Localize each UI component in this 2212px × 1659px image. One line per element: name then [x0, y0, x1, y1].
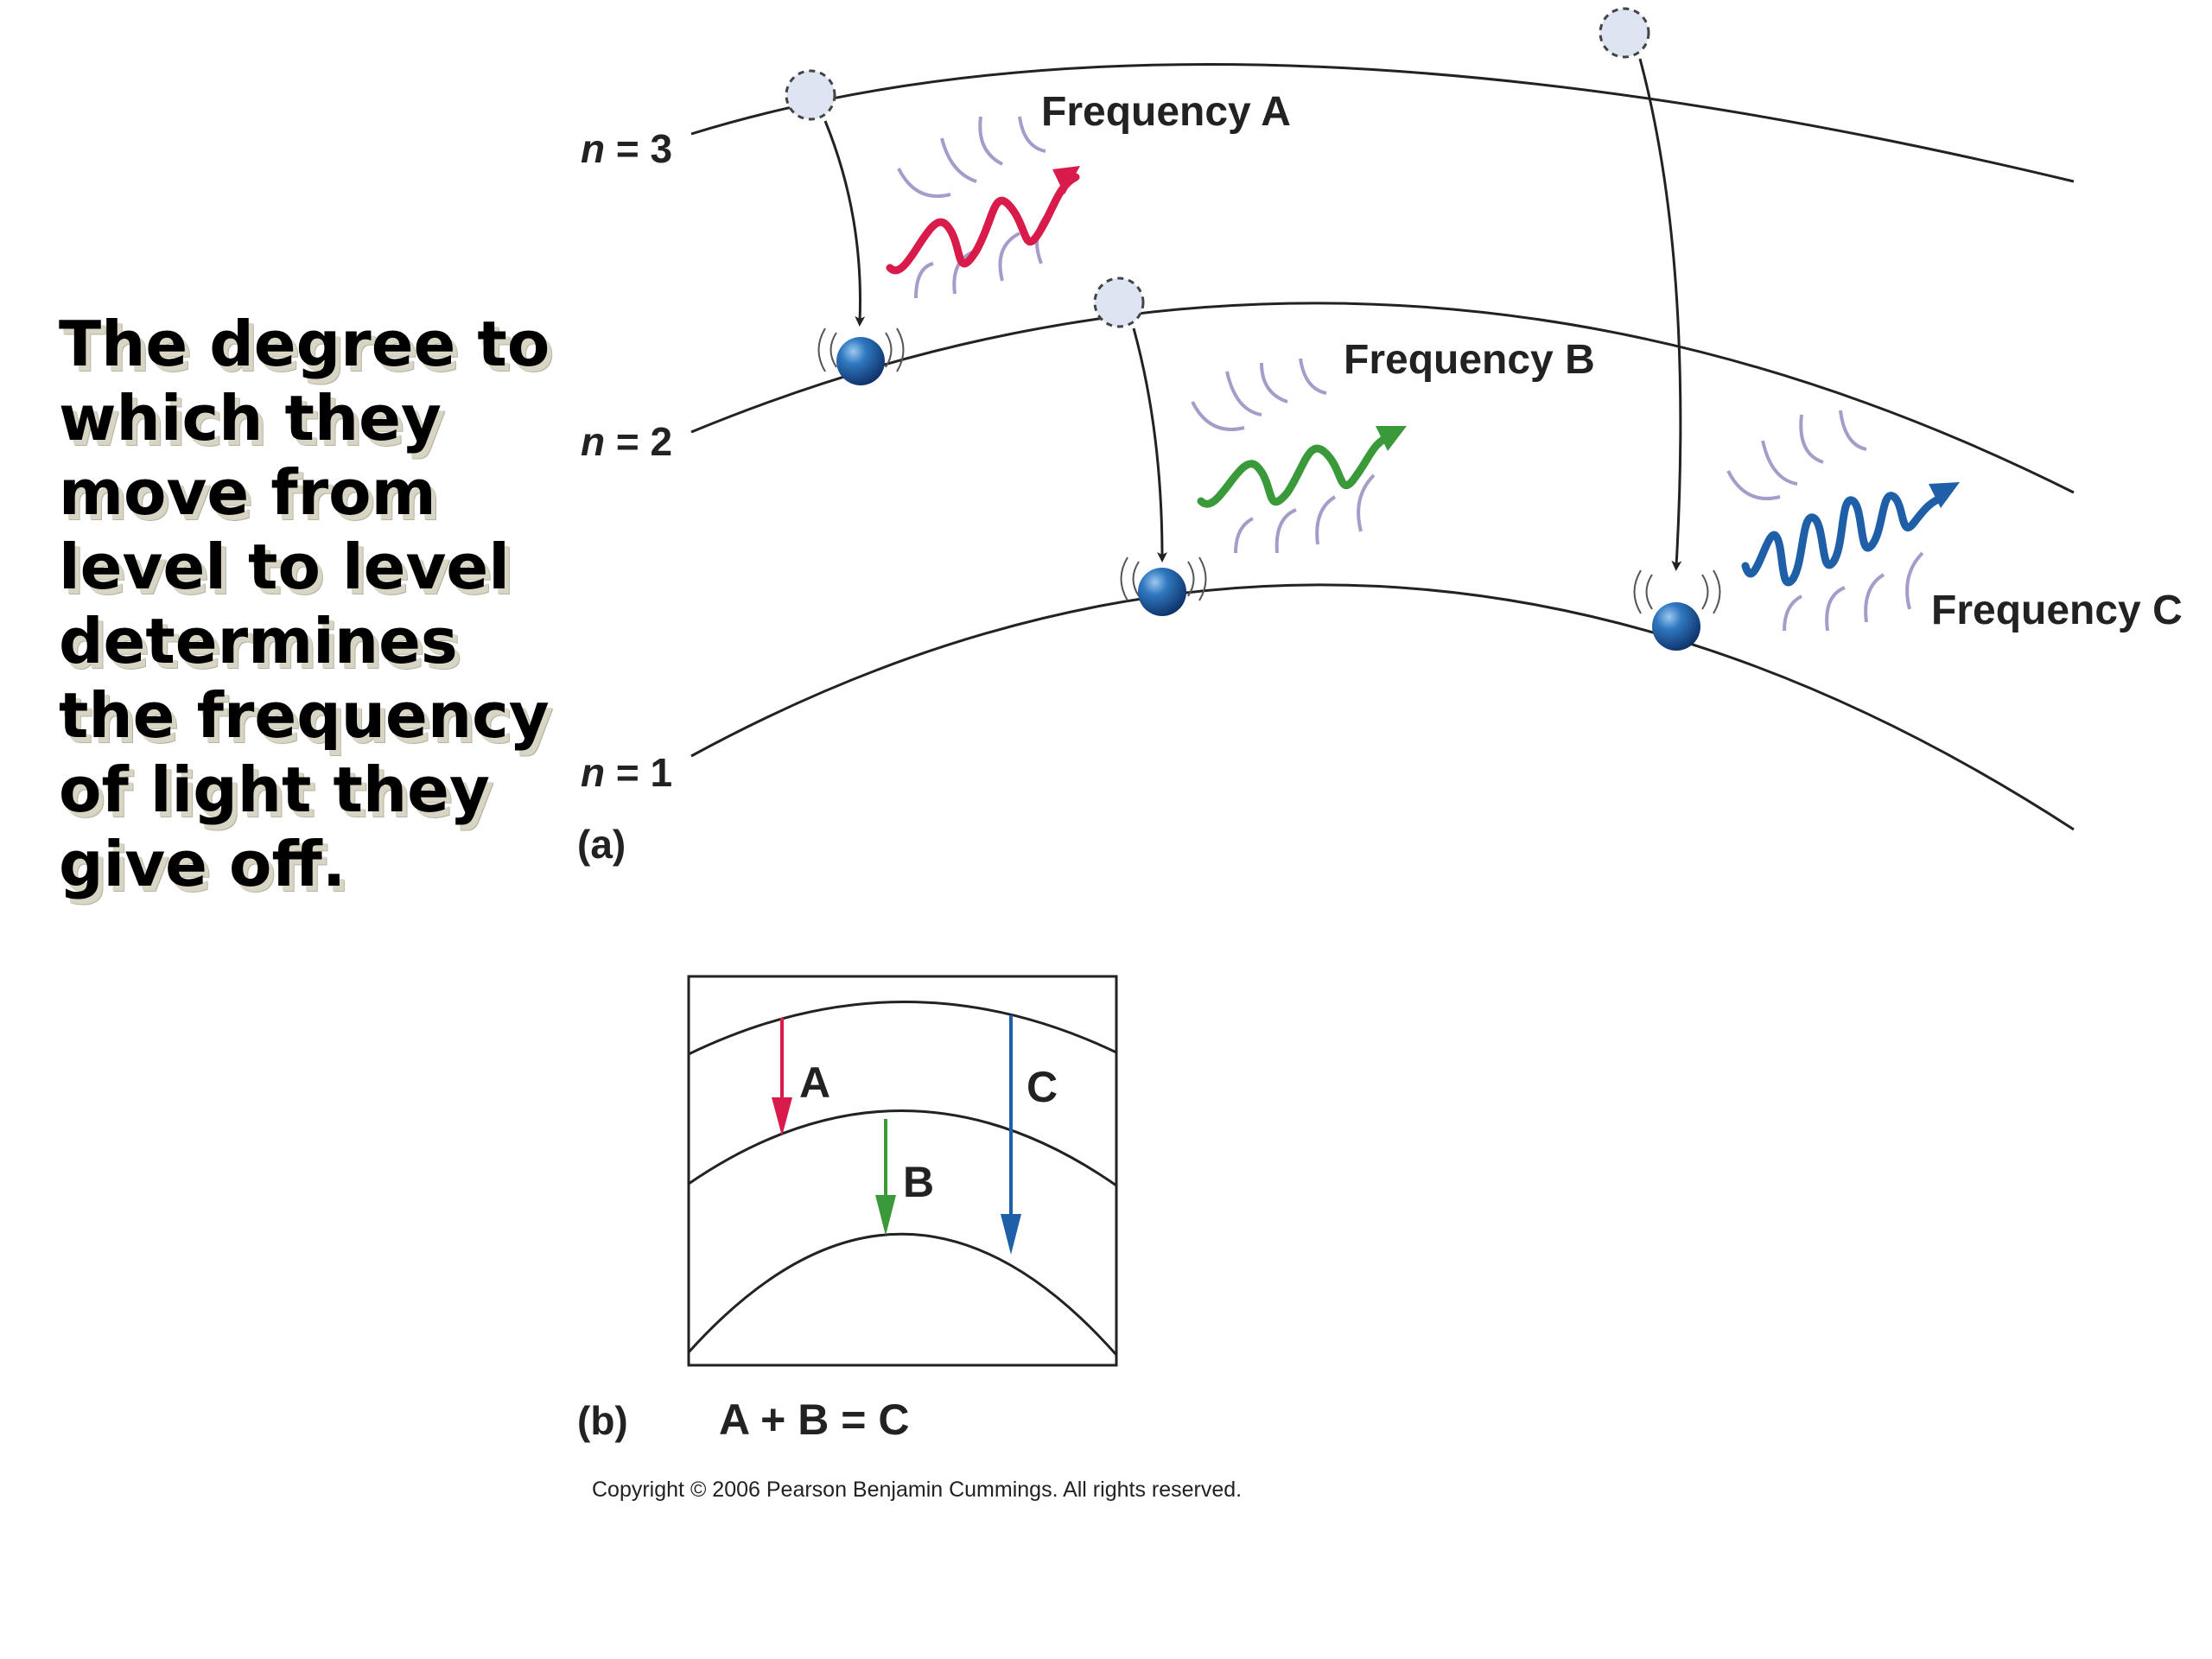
equation: A + B = C — [719, 1395, 909, 1444]
level-label-n1: n = 1 — [581, 750, 672, 795]
photon-a-arrowhead — [1052, 166, 1080, 194]
photon-b-halo — [1191, 358, 1376, 554]
caption-line: give off. — [59, 828, 346, 900]
caption-line: the frequency — [59, 679, 550, 752]
level-label-n2: n = 2 — [581, 419, 672, 464]
photon-c-wave — [1741, 492, 1948, 587]
panel-b-level-3 — [688, 1001, 1117, 1056]
photon-a-halo — [897, 116, 1056, 299]
photon-a-wave — [886, 173, 1080, 275]
photon-c: Frequency C — [1726, 410, 2183, 633]
photon-c-arrowhead — [1929, 482, 1960, 508]
panel-a: n = 3 n = 2 n = 1 (a) — [577, 7, 2183, 867]
panel-b-arrow-c-head — [1001, 1214, 1021, 1255]
caption-line: of light they — [59, 753, 490, 826]
copyright-notice: Copyright © 2006 Pearson Benjamin Cummin… — [592, 1478, 1242, 1502]
photon-b: Frequency B — [1191, 337, 1595, 554]
caption-line: which they — [59, 382, 442, 454]
transition-arrow-a — [823, 120, 866, 327]
caption-line: determines — [59, 605, 458, 677]
transition-arrow-b — [1132, 327, 1167, 563]
orbit-n3 — [690, 62, 2075, 183]
orbit-n2 — [690, 302, 2075, 494]
panel-b-frame — [687, 975, 1118, 1367]
panel-b: A B C (b) A + B = C — [577, 975, 1118, 1444]
panel-b-label-c: C — [1027, 1063, 1058, 1111]
empty-position-n3-left — [785, 69, 836, 121]
electron-n1-middle — [1120, 556, 1207, 616]
frequency-b-label: Frequency B — [1344, 337, 1595, 383]
electron-n1-right — [1633, 569, 1721, 651]
panel-a-label: (a) — [577, 822, 626, 867]
panel-b-level-1 — [687, 1232, 1118, 1356]
orbit-n1 — [690, 583, 2075, 831]
level-label-n3: n = 3 — [581, 126, 672, 171]
caption-line: move from — [59, 456, 436, 529]
caption-line: level to level — [59, 531, 510, 603]
electron-n2 — [817, 327, 905, 385]
empty-position-n2 — [1093, 276, 1145, 328]
panel-b-level-2 — [688, 1109, 1117, 1187]
frequency-c-label: Frequency C — [1931, 588, 2183, 633]
panel-b-arrow-b-head — [875, 1195, 896, 1236]
photon-b-wave — [1197, 432, 1395, 508]
caption-line: The degree to — [59, 308, 550, 380]
panel-b-label-b: B — [903, 1158, 934, 1206]
panel-b-label-a: A — [799, 1058, 830, 1107]
panel-b-label: (b) — [577, 1398, 628, 1443]
photon-a: Frequency A — [886, 89, 1291, 299]
caption-text: The degree to which they move from level… — [59, 307, 577, 901]
photon-b-arrowhead — [1376, 426, 1407, 451]
photon-c-halo — [1726, 410, 1924, 632]
frequency-a-label: Frequency A — [1041, 89, 1291, 135]
transition-arrow-c — [1638, 58, 1682, 571]
empty-position-n3-right — [1599, 7, 1650, 59]
panel-b-arrow-a-head — [772, 1097, 792, 1136]
